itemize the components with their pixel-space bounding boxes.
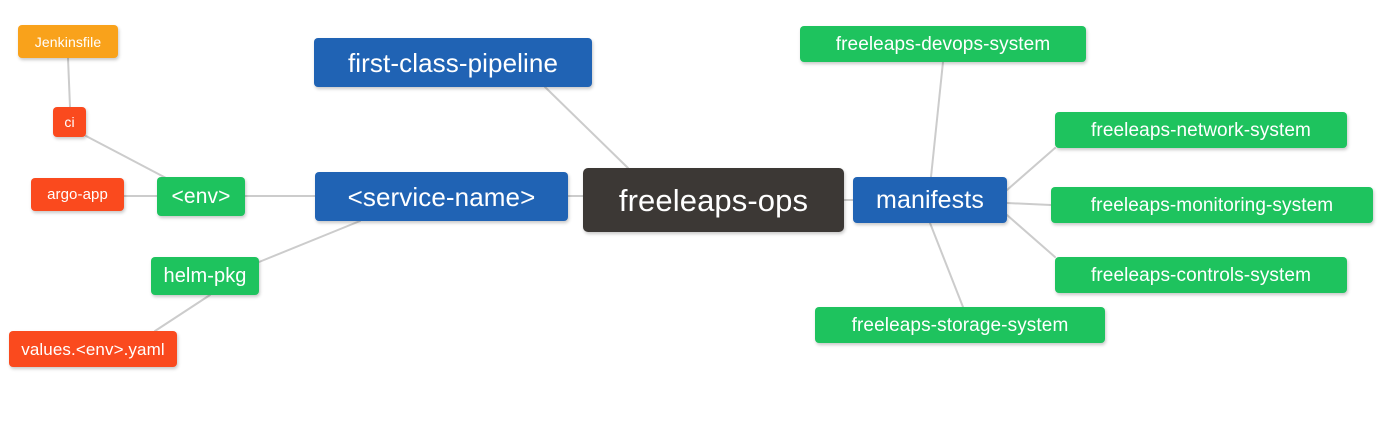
mindmap-node-freeleaps-network-system[interactable]: freeleaps-network-system [1055,112,1347,148]
edge-manifests-to-freeleaps-storage-system [929,222,964,308]
edge-manifests-to-freeleaps-devops-system [930,61,944,178]
mindmap-node-freeleaps-monitoring-system[interactable]: freeleaps-monitoring-system [1051,187,1373,223]
mindmap-node-ci[interactable]: ci [53,107,86,137]
mindmap-node-freeleaps-storage-system[interactable]: freeleaps-storage-system [815,307,1105,343]
mindmap-node-freeleaps-devops-system[interactable]: freeleaps-devops-system [800,26,1086,62]
mindmap-node-jenkinsfile[interactable]: Jenkinsfile [18,25,118,58]
mindmap-node-helm-pkg[interactable]: helm-pkg [151,257,259,295]
edge-ci-to-env [85,135,167,179]
edge-jenkinsfile-to-ci [67,57,71,108]
mindmap-node-manifests[interactable]: manifests [853,177,1007,223]
mindmap-node-argo-app[interactable]: argo-app [31,178,124,211]
edge-values-env-yaml-to-helm-pkg [154,294,211,332]
edge-manifests-to-freeleaps-monitoring-system [1006,202,1052,206]
edge-manifests-to-freeleaps-network-system [1006,147,1056,191]
mindmap-node-freeleaps-controls-system[interactable]: freeleaps-controls-system [1055,257,1347,293]
mindmap-node-values-env-yaml[interactable]: values.<env>.yaml [9,331,177,367]
mindmap-node-first-class-pipeline[interactable]: first-class-pipeline [314,38,592,87]
mindmap-node-env[interactable]: <env> [157,177,245,216]
edge-first-class-pipeline-to-freeleaps-ops [544,86,629,169]
edge-manifests-to-freeleaps-controls-system [1006,214,1056,258]
mindmap-node-freeleaps-ops[interactable]: freeleaps-ops [583,168,844,232]
edge-helm-pkg-to-service-name [258,220,361,263]
mindmap-node-service-name[interactable]: <service-name> [315,172,568,221]
